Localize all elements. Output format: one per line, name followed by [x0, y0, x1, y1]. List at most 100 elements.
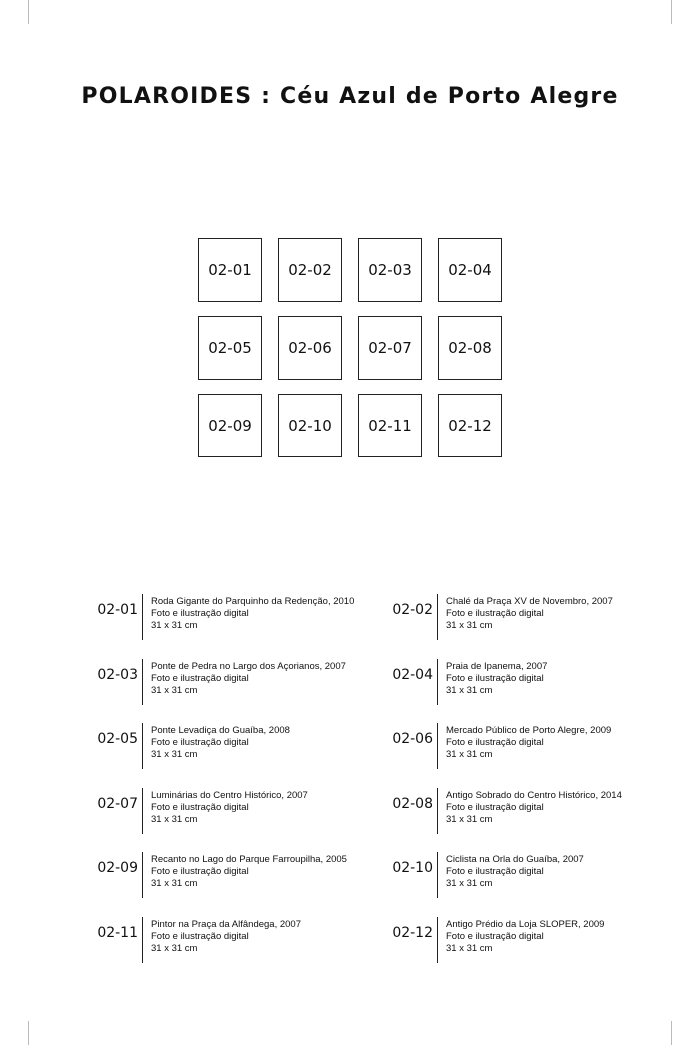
caption: 02-10 Ciclista na Orla do Guaíba, 2007 F…	[387, 852, 652, 917]
page-title: POLAROIDES : Céu Azul de Porto Alegre	[81, 84, 619, 109]
caption: 02-12 Antigo Prédio da Loja SLOPER, 2009…	[387, 916, 652, 982]
caption-size: 31 x 31 cm	[446, 749, 493, 761]
caption-divider	[142, 658, 143, 705]
caption-text: Ciclista na Orla do Guaíba, 2007 Foto e …	[446, 852, 584, 890]
crop-mark-bottom-left	[28, 1021, 29, 1045]
caption-divider	[142, 916, 143, 963]
caption-text: Mercado Público de Porto Alegre, 2009 Fo…	[446, 723, 611, 761]
caption-title: Ponte Levadiça do Guaíba, 2008	[151, 725, 290, 737]
caption-divider	[437, 916, 438, 963]
caption-text: Antigo Prédio da Loja SLOPER, 2009 Foto …	[446, 917, 604, 955]
caption-title: Antigo Sobrado do Centro Histórico, 2014	[446, 789, 622, 801]
caption-text: Recanto no Lago do Parque Farroupilha, 2…	[151, 852, 347, 890]
tile: 02-12	[438, 394, 502, 457]
caption-code: 02-04	[392, 666, 433, 683]
caption-code: 02-03	[97, 666, 138, 683]
tile: 02-01	[198, 238, 262, 302]
tile: 02-04	[438, 238, 502, 302]
caption-size: 31 x 31 cm	[151, 813, 198, 825]
tile: 02-06	[278, 316, 342, 380]
caption-list: 02-01 Roda Gigante do Parquinho da Reden…	[92, 594, 652, 982]
crop-mark-bottom-right	[671, 1021, 672, 1045]
caption: 02-11 Pintor na Praça da Alfândega, 2007…	[92, 916, 387, 982]
caption-size: 31 x 31 cm	[151, 684, 198, 696]
caption-code: 02-12	[392, 924, 433, 941]
tile: 02-09	[198, 394, 262, 457]
caption-title: Pintor na Praça da Alfândega, 2007	[151, 918, 302, 930]
caption-title: Ciclista na Orla do Guaíba, 2007	[446, 854, 584, 866]
caption-code: 02-07	[97, 795, 138, 812]
caption-size: 31 x 31 cm	[446, 684, 493, 696]
caption-title: Ponte de Pedra no Largo dos Açorianos, 2…	[151, 660, 346, 672]
tile: 02-11	[358, 394, 422, 457]
caption-code: 02-08	[392, 795, 433, 812]
caption-technique: Foto e ilustração digital	[151, 801, 249, 813]
caption: 02-03 Ponte de Pedra no Largo dos Açoria…	[92, 658, 387, 724]
caption-size: 31 x 31 cm	[446, 878, 493, 890]
caption-code: 02-11	[97, 924, 138, 941]
caption: 02-04 Praia de Ipanema, 2007 Foto e ilus…	[387, 658, 652, 724]
caption-title: Recanto no Lago do Parque Farroupilha, 2…	[151, 854, 347, 866]
caption-size: 31 x 31 cm	[151, 620, 198, 631]
tile: 02-07	[358, 316, 422, 380]
tile: 02-03	[358, 238, 422, 302]
caption: 02-09 Recanto no Lago do Parque Farroupi…	[92, 852, 387, 917]
caption-title: Mercado Público de Porto Alegre, 2009	[446, 725, 612, 737]
caption-technique: Foto e ilustração digital	[446, 801, 544, 813]
caption-divider	[437, 723, 438, 770]
caption-title: Chalé da Praça XV de Novembro, 2007	[446, 596, 613, 607]
caption-title: Praia de Ipanema, 2007	[446, 660, 548, 672]
caption-code: 02-05	[97, 731, 138, 748]
caption-title: Roda Gigante do Parquinho da Redenção, 2…	[151, 596, 355, 607]
caption-size: 31 x 31 cm	[446, 813, 493, 825]
caption-code: 02-02	[392, 602, 433, 618]
caption-code: 02-09	[97, 860, 138, 877]
caption: 02-07 Luminárias do Centro Histórico, 20…	[92, 787, 387, 853]
caption-text: Ponte de Pedra no Largo dos Açorianos, 2…	[151, 659, 346, 697]
tile: 02-02	[278, 238, 342, 302]
caption-technique: Foto e ilustração digital	[151, 930, 249, 942]
caption: 02-01 Roda Gigante do Parquinho da Reden…	[92, 594, 387, 659]
artwork-layout-grid: 02-01 02-02 02-03 02-04 02-05 02-06 02-0…	[198, 238, 502, 457]
caption-divider	[142, 852, 143, 899]
caption-code: 02-06	[392, 731, 433, 748]
caption-code: 02-10	[392, 860, 433, 877]
caption-title: Antigo Prédio da Loja SLOPER, 2009	[446, 918, 605, 930]
caption-divider	[142, 723, 143, 770]
tile: 02-08	[438, 316, 502, 380]
caption-text: Pintor na Praça da Alfândega, 2007 Foto …	[151, 917, 301, 955]
caption-size: 31 x 31 cm	[151, 878, 198, 890]
caption-divider	[437, 787, 438, 834]
caption-text: Ponte Levadiça do Guaíba, 2008 Foto e il…	[151, 723, 290, 761]
caption-text: Luminárias do Centro Histórico, 2007 Fot…	[151, 788, 308, 826]
caption: 02-05 Ponte Levadiça do Guaíba, 2008 Fot…	[92, 723, 387, 788]
crop-mark-top-left	[28, 0, 29, 24]
caption-size: 31 x 31 cm	[446, 942, 493, 954]
caption-text: Roda Gigante do Parquinho da Redenção, 2…	[151, 594, 354, 632]
tile: 02-05	[198, 316, 262, 380]
caption-title: Luminárias do Centro Histórico, 2007	[151, 789, 308, 801]
caption-divider	[142, 594, 143, 640]
tile: 02-10	[278, 394, 342, 457]
caption: 02-06 Mercado Público de Porto Alegre, 2…	[387, 723, 652, 788]
caption-technique: Foto e ilustração digital	[151, 672, 249, 684]
caption-technique: Foto e ilustração digital	[151, 866, 249, 878]
caption-text: Chalé da Praça XV de Novembro, 2007 Foto…	[446, 594, 613, 632]
caption-divider	[142, 787, 143, 834]
caption-text: Antigo Sobrado do Centro Histórico, 2014…	[446, 788, 622, 826]
caption-divider	[437, 658, 438, 705]
caption: 02-08 Antigo Sobrado do Centro Histórico…	[387, 787, 652, 853]
caption-divider	[437, 594, 438, 640]
crop-mark-top-right	[671, 0, 672, 24]
caption-size: 31 x 31 cm	[151, 749, 198, 761]
caption-technique: Foto e ilustração digital	[446, 672, 544, 684]
caption: 02-02 Chalé da Praça XV de Novembro, 200…	[387, 594, 652, 659]
caption-technique: Foto e ilustração digital	[151, 737, 249, 749]
caption-technique: Foto e ilustração digital	[446, 608, 544, 619]
caption-technique: Foto e ilustração digital	[446, 930, 544, 942]
caption-code: 02-01	[97, 602, 138, 618]
caption-technique: Foto e ilustração digital	[446, 866, 544, 878]
caption-text: Praia de Ipanema, 2007 Foto e ilustração…	[446, 659, 547, 697]
caption-divider	[437, 852, 438, 899]
caption-size: 31 x 31 cm	[446, 620, 493, 631]
